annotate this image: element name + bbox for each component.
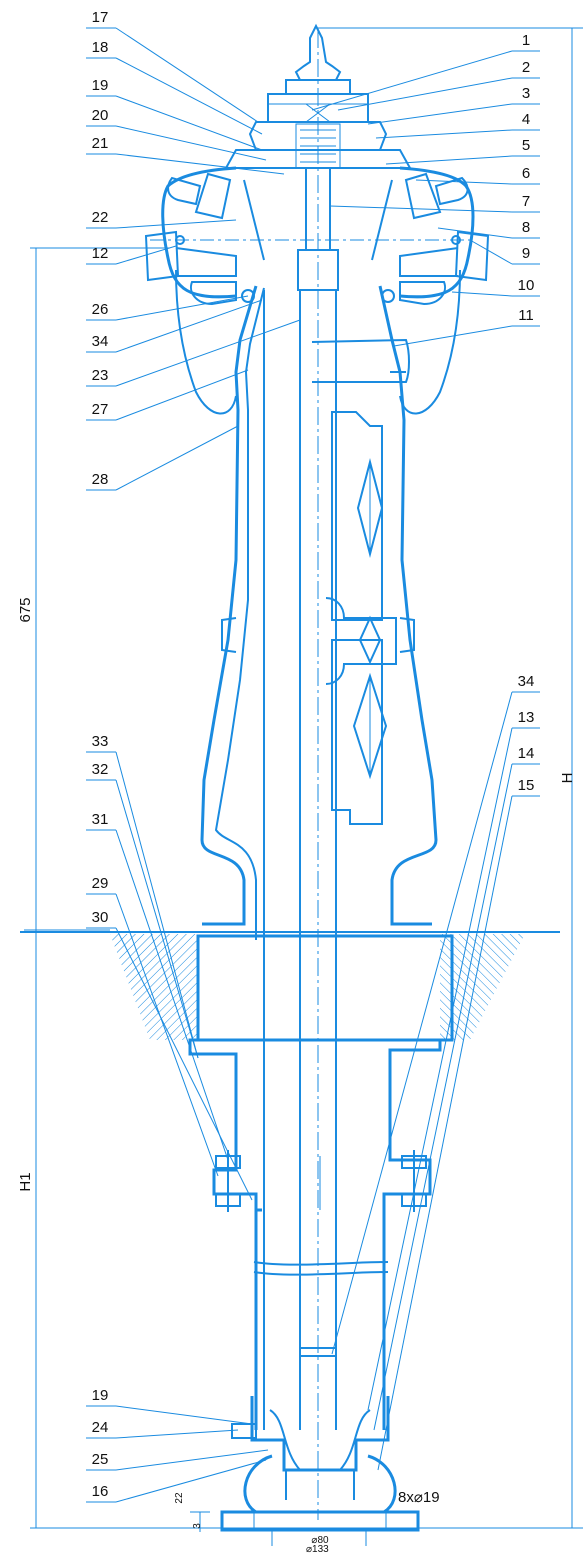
dim-H1: H1 bbox=[17, 1172, 34, 1191]
callout-left-leader-9 bbox=[115, 319, 301, 387]
callout-left-leader-12 bbox=[115, 751, 199, 1059]
callout-right-1: 2 bbox=[522, 59, 530, 76]
callout-left-10: 27 bbox=[92, 401, 109, 418]
callout-left-leader-15 bbox=[115, 893, 219, 1177]
dim-H: H bbox=[559, 773, 576, 784]
callout-right-3: 4 bbox=[522, 111, 530, 128]
callout-left-11: 28 bbox=[92, 471, 109, 488]
callout-left-leader-13 bbox=[115, 779, 199, 1059]
callout-left-14: 31 bbox=[92, 811, 109, 828]
callout-right-0: 1 bbox=[522, 32, 530, 49]
callout-right-6: 7 bbox=[522, 193, 530, 210]
callout-left-leader-8 bbox=[115, 299, 263, 353]
callout-right-leader-3 bbox=[375, 129, 513, 139]
callout-labels: 1718192021221226342327283332312930192425… bbox=[92, 9, 535, 1500]
callout-right-leader-9 bbox=[451, 291, 513, 297]
callout-left-leader-17 bbox=[115, 1405, 253, 1425]
callout-left-16: 30 bbox=[92, 909, 109, 926]
lower-barrel bbox=[188, 934, 454, 1430]
callout-right-leader-14 bbox=[377, 795, 513, 1471]
callout-right-leader-1 bbox=[337, 77, 513, 111]
callout-left-2: 19 bbox=[92, 77, 109, 94]
callout-left-6: 12 bbox=[92, 245, 109, 262]
callout-right-leader-12 bbox=[367, 727, 513, 1411]
callout-right-5: 6 bbox=[522, 165, 530, 182]
callout-left-leader-16 bbox=[115, 927, 253, 1201]
callout-left-leader-1 bbox=[115, 57, 263, 135]
callout-right-9: 10 bbox=[518, 277, 535, 294]
callout-right-leader-0 bbox=[311, 50, 513, 111]
callout-left-leader-14 bbox=[115, 829, 229, 1161]
callout-right-2: 3 bbox=[522, 85, 530, 102]
callout-left-leader-18 bbox=[115, 1429, 239, 1439]
callout-right-leader-4 bbox=[385, 155, 513, 165]
callout-left-12: 33 bbox=[92, 733, 109, 750]
callout-right-4: 5 bbox=[522, 137, 530, 154]
callout-left-19: 25 bbox=[92, 1451, 109, 1468]
callout-left-9: 23 bbox=[92, 367, 109, 384]
outlet-head bbox=[144, 166, 490, 415]
callout-left-7: 26 bbox=[92, 301, 109, 318]
dim-3: 3 bbox=[192, 1523, 203, 1529]
callout-right-10: 11 bbox=[518, 307, 534, 324]
callout-left-leader-11 bbox=[115, 425, 239, 491]
dim-22: 22 bbox=[174, 1492, 185, 1504]
callout-left-13: 32 bbox=[92, 761, 109, 778]
callout-left-18: 24 bbox=[92, 1419, 109, 1436]
callout-right-leader-11 bbox=[331, 691, 513, 1355]
callout-left-0: 17 bbox=[92, 9, 109, 26]
dim-bolt-holes: 8x⌀19 bbox=[398, 1489, 440, 1506]
callout-left-3: 20 bbox=[92, 107, 109, 124]
callout-left-4: 21 bbox=[92, 135, 109, 152]
callout-right-leader-13 bbox=[373, 763, 513, 1431]
dimension-lines bbox=[24, 27, 583, 1546]
callout-left-8: 34 bbox=[92, 333, 109, 350]
upper-barrel bbox=[200, 285, 438, 1430]
callout-left-leader-7 bbox=[115, 295, 249, 321]
callout-left-leader-10 bbox=[115, 369, 249, 421]
dim-dia-80: ⌀80 bbox=[311, 1535, 329, 1546]
valve-stem bbox=[297, 167, 339, 1430]
main-valve bbox=[220, 1347, 420, 1532]
dim-675: 675 bbox=[17, 597, 34, 622]
callout-right-8: 9 bbox=[522, 245, 530, 262]
callout-right-leader-6 bbox=[329, 205, 513, 213]
callout-right-leader-8 bbox=[469, 239, 513, 265]
callout-leaders bbox=[86, 27, 540, 1503]
callout-left-leader-5 bbox=[115, 219, 237, 229]
callout-right-leader-7 bbox=[437, 227, 513, 239]
callout-right-12: 13 bbox=[518, 709, 535, 726]
callout-left-17: 19 bbox=[92, 1387, 109, 1404]
callout-left-leader-4 bbox=[115, 153, 285, 175]
callout-right-11: 34 bbox=[518, 673, 535, 690]
callout-left-1: 18 bbox=[92, 39, 109, 56]
callout-right-leader-5 bbox=[415, 179, 513, 185]
callout-left-5: 22 bbox=[92, 209, 109, 226]
callout-left-leader-0 bbox=[115, 27, 259, 123]
callout-right-7: 8 bbox=[522, 219, 530, 236]
callout-left-15: 29 bbox=[92, 875, 109, 892]
callout-left-20: 16 bbox=[92, 1483, 109, 1500]
callout-left-leader-19 bbox=[115, 1449, 269, 1471]
callout-left-leader-2 bbox=[115, 95, 263, 151]
callout-right-leader-10 bbox=[393, 325, 513, 347]
callout-right-14: 15 bbox=[518, 777, 535, 794]
ground-line bbox=[20, 931, 560, 1040]
dim-dia-133: ⌀133 bbox=[306, 1544, 329, 1555]
callout-left-leader-20 bbox=[115, 1459, 267, 1503]
callout-right-13: 14 bbox=[518, 745, 535, 762]
callout-left-leader-6 bbox=[115, 245, 177, 265]
callout-left-leader-3 bbox=[115, 125, 267, 161]
callout-right-leader-2 bbox=[367, 103, 513, 125]
